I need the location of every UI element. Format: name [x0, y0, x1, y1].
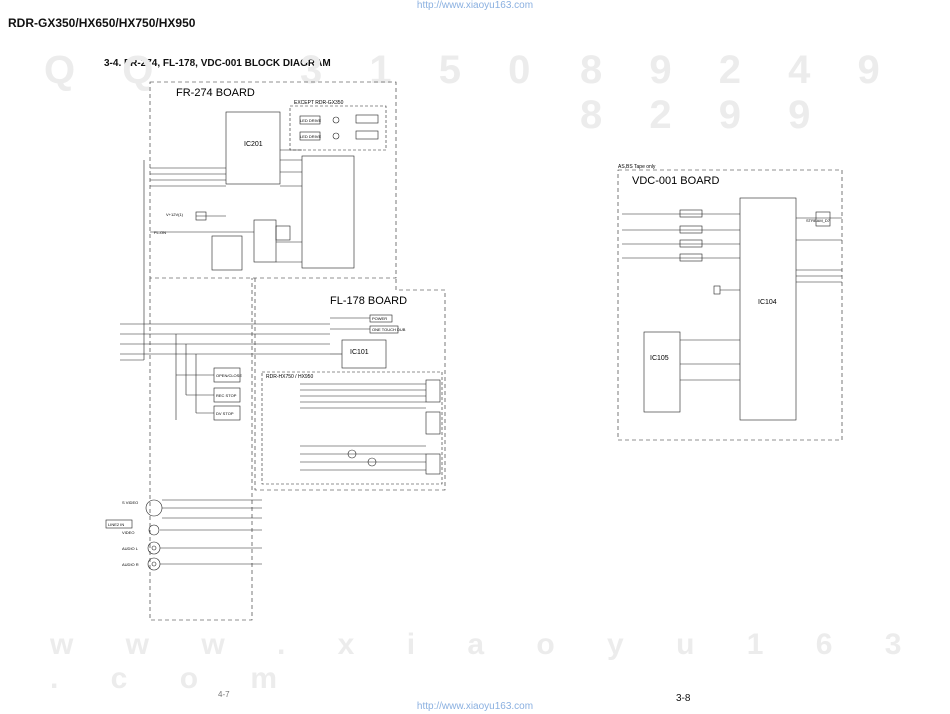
ic201-label: IC201 [244, 141, 263, 148]
ic201-chip [225, 111, 281, 185]
watermark-site: w w w . x i a o y u 1 6 3 . c o m [50, 628, 924, 695]
page-left-fragment: 4-7 [218, 690, 230, 699]
section-title: 3-4. FR-274, FL-178, VDC-001 BLOCK DIAGR… [104, 58, 331, 69]
ic104-chip [739, 197, 797, 421]
s-video-jack [145, 499, 163, 517]
except-note: EXCEPT RDR-GX350 [294, 100, 344, 106]
tape-note: AS,BS Tape only [618, 164, 656, 170]
ic101-label: IC101 [350, 349, 369, 356]
line2-in-label: LINE2 IN [108, 522, 124, 527]
fl178-board-outline [254, 278, 446, 491]
ic104-label: IC104 [758, 299, 777, 306]
power-label: POWER [372, 316, 387, 321]
video-label: VIDEO [122, 530, 134, 535]
ic105-label: IC105 [650, 355, 669, 362]
stream-label: STREAM_D7 [806, 218, 831, 223]
page-number: 3-8 [676, 693, 691, 704]
hx-note: RDR-HX750 / HX950 [266, 374, 313, 380]
vfd-label: V+12V(1) [166, 212, 184, 217]
vdc001-board-outline [617, 169, 843, 441]
dcdc-converter [211, 235, 243, 271]
model-title: RDR-GX350/HX650/HX750/HX950 [8, 16, 196, 30]
watermark-digits: 3 1 5 0 [300, 48, 549, 92]
dv-stop-label: DV STOP [216, 411, 234, 416]
ic105-chip [643, 331, 681, 413]
audio-r-label: AUDIO R [122, 562, 139, 567]
watermark-digits: Q Q [44, 48, 172, 92]
one-touch-dub-label: ONE TOUCH DUB [372, 327, 406, 332]
led-drive-label: LED DRIVE [300, 118, 321, 123]
rec-stop-label: REC STOP [216, 393, 237, 398]
audio-l-label: AUDIO L [122, 546, 139, 551]
url-top[interactable]: http://www.xiaoyu163.com [416, 0, 534, 11]
led-drive-label: LED DRIVE [300, 134, 321, 139]
vdc001-board-title: VDC-001 BOARD [632, 175, 719, 187]
fr274-board-title: FR-274 BOARD [176, 87, 255, 99]
watermark-digits: 8 9 2 4 9 8 2 9 9 [580, 48, 898, 137]
fl-display [301, 155, 355, 269]
fl-on-label: FL-ON [154, 230, 166, 235]
transformer [253, 219, 277, 263]
fl178-board-title: FL-178 BOARD [330, 295, 407, 307]
s-video-label: S VIDEO [122, 500, 138, 505]
open-close-label: OPEN/CLOSE [216, 373, 242, 378]
url-bottom[interactable]: http://www.xiaoyu163.com [416, 701, 534, 712]
